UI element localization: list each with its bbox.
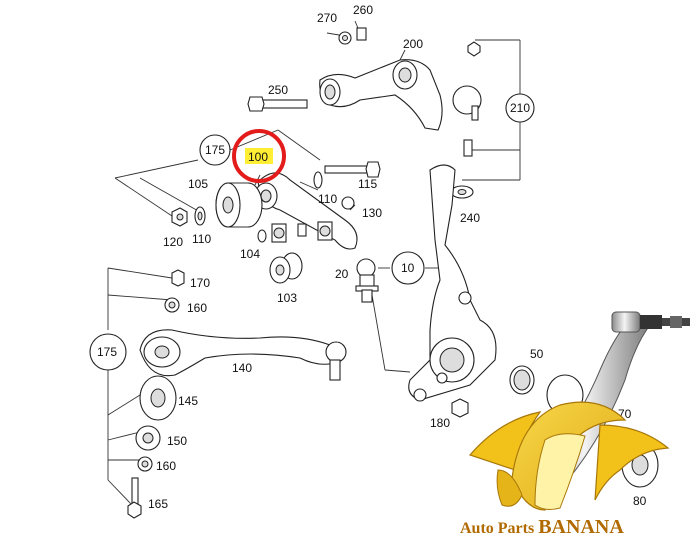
label-160-upper: 160 <box>187 301 207 315</box>
label-80: 80 <box>633 494 647 508</box>
banana-logo <box>468 401 670 511</box>
label-200: 200 <box>403 37 423 51</box>
label-50: 50 <box>530 347 544 361</box>
upper-hardware <box>338 27 482 199</box>
label-170: 170 <box>190 276 210 290</box>
label-175-lower: 175 <box>97 345 117 359</box>
highlight-fill <box>245 148 273 164</box>
nut-120-washer-110 <box>171 206 206 227</box>
seal-50 <box>451 365 535 418</box>
label-130: 130 <box>362 206 382 220</box>
bushings-104 <box>257 196 355 243</box>
bubble-10 <box>391 251 425 285</box>
label-10: 10 <box>401 261 415 275</box>
label-210: 210 <box>510 101 530 115</box>
bubble-210 <box>505 93 535 123</box>
ball-joint-20 <box>355 258 379 303</box>
label-110-upper: 110 <box>318 192 337 206</box>
label-260: 260 <box>353 3 373 17</box>
upper-control-arm <box>319 59 443 131</box>
lower-hardware <box>127 269 185 519</box>
label-165: 165 <box>148 497 168 511</box>
lower-arm-140 <box>139 329 347 381</box>
brand-prefix: Auto Parts <box>460 520 538 537</box>
part-labels: 270 260 200 250 210 175 100 105 115 110 … <box>97 3 647 511</box>
highlight-callout-100 <box>232 129 286 183</box>
bushing-105 <box>215 182 263 228</box>
label-145: 145 <box>178 394 198 408</box>
label-120: 120 <box>163 235 183 249</box>
bushing-145 <box>139 375 177 421</box>
label-175-upper: 175 <box>205 143 225 157</box>
label-180: 180 <box>430 416 450 430</box>
label-140: 140 <box>232 361 252 375</box>
bolt-250 <box>247 96 308 112</box>
leader-lines <box>107 20 521 506</box>
callout-bubbles <box>89 93 535 371</box>
label-103: 103 <box>277 291 297 305</box>
highlight-ring <box>232 129 286 183</box>
bolt-115 <box>313 161 381 189</box>
label-150: 150 <box>167 434 187 448</box>
label-270: 270 <box>317 11 337 25</box>
label-250: 250 <box>268 83 288 97</box>
brand-wordmark: Auto Parts BANANA <box>460 516 624 538</box>
bushing-103 <box>269 252 303 284</box>
label-104: 104 <box>240 247 260 261</box>
label-110-lower: 110 <box>192 232 211 246</box>
label-240: 240 <box>460 211 480 225</box>
label-105: 105 <box>188 177 208 191</box>
label-100: 100 <box>248 150 268 164</box>
label-20: 20 <box>335 267 349 281</box>
steering-knuckle <box>408 164 497 402</box>
label-160-lower: 160 <box>156 459 176 473</box>
brand-name: BANANA <box>538 516 624 538</box>
label-115: 115 <box>358 177 377 191</box>
bubble-175-upper <box>199 134 231 166</box>
bubble-175-lower <box>89 333 127 371</box>
